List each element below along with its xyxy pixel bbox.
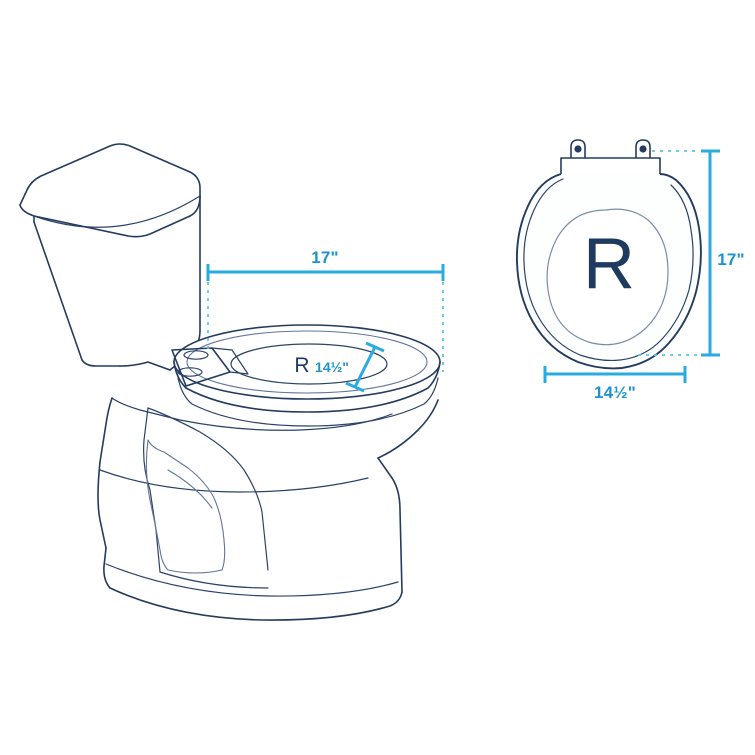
side-145-line bbox=[353, 346, 377, 388]
side-dimension-17: 17" bbox=[206, 248, 445, 372]
hinge-bar bbox=[560, 157, 661, 176]
top-view-group: R 17" 14½" bbox=[516, 139, 745, 402]
top-17-label: 17" bbox=[717, 250, 745, 269]
top-145-label: 14½" bbox=[594, 383, 636, 402]
seat-lid-inner-edge bbox=[523, 178, 694, 362]
top-seat-mark: R bbox=[583, 224, 635, 304]
seat bbox=[173, 324, 441, 427]
side-145-label: 14½" bbox=[315, 359, 349, 375]
hinge-post-left-dot bbox=[574, 145, 582, 153]
side-dimension-14-5: 14½" bbox=[315, 341, 385, 393]
bowl bbox=[97, 397, 439, 621]
side-seat-mark: R bbox=[294, 354, 309, 377]
hinge-bolt-rear bbox=[183, 350, 209, 360]
hinge-assembly bbox=[560, 139, 661, 176]
side-view-group: R 17" 14½" bbox=[19, 143, 445, 621]
side-17-label: 17" bbox=[311, 248, 339, 267]
hinge-post-right-dot bbox=[639, 145, 647, 153]
top-dimension-17: 17" bbox=[638, 149, 745, 357]
inner-opening bbox=[546, 208, 669, 346]
top-dimension-14-5: 14½" bbox=[543, 366, 687, 402]
hinge-bolt-front bbox=[177, 367, 203, 377]
seat-opening bbox=[230, 343, 388, 385]
side-145-tick-top bbox=[365, 341, 385, 353]
seat-rim-line bbox=[186, 330, 428, 394]
trapway bbox=[143, 407, 269, 589]
hinge-bolts bbox=[171, 347, 249, 387]
side-145-tick-bottom bbox=[345, 381, 365, 393]
